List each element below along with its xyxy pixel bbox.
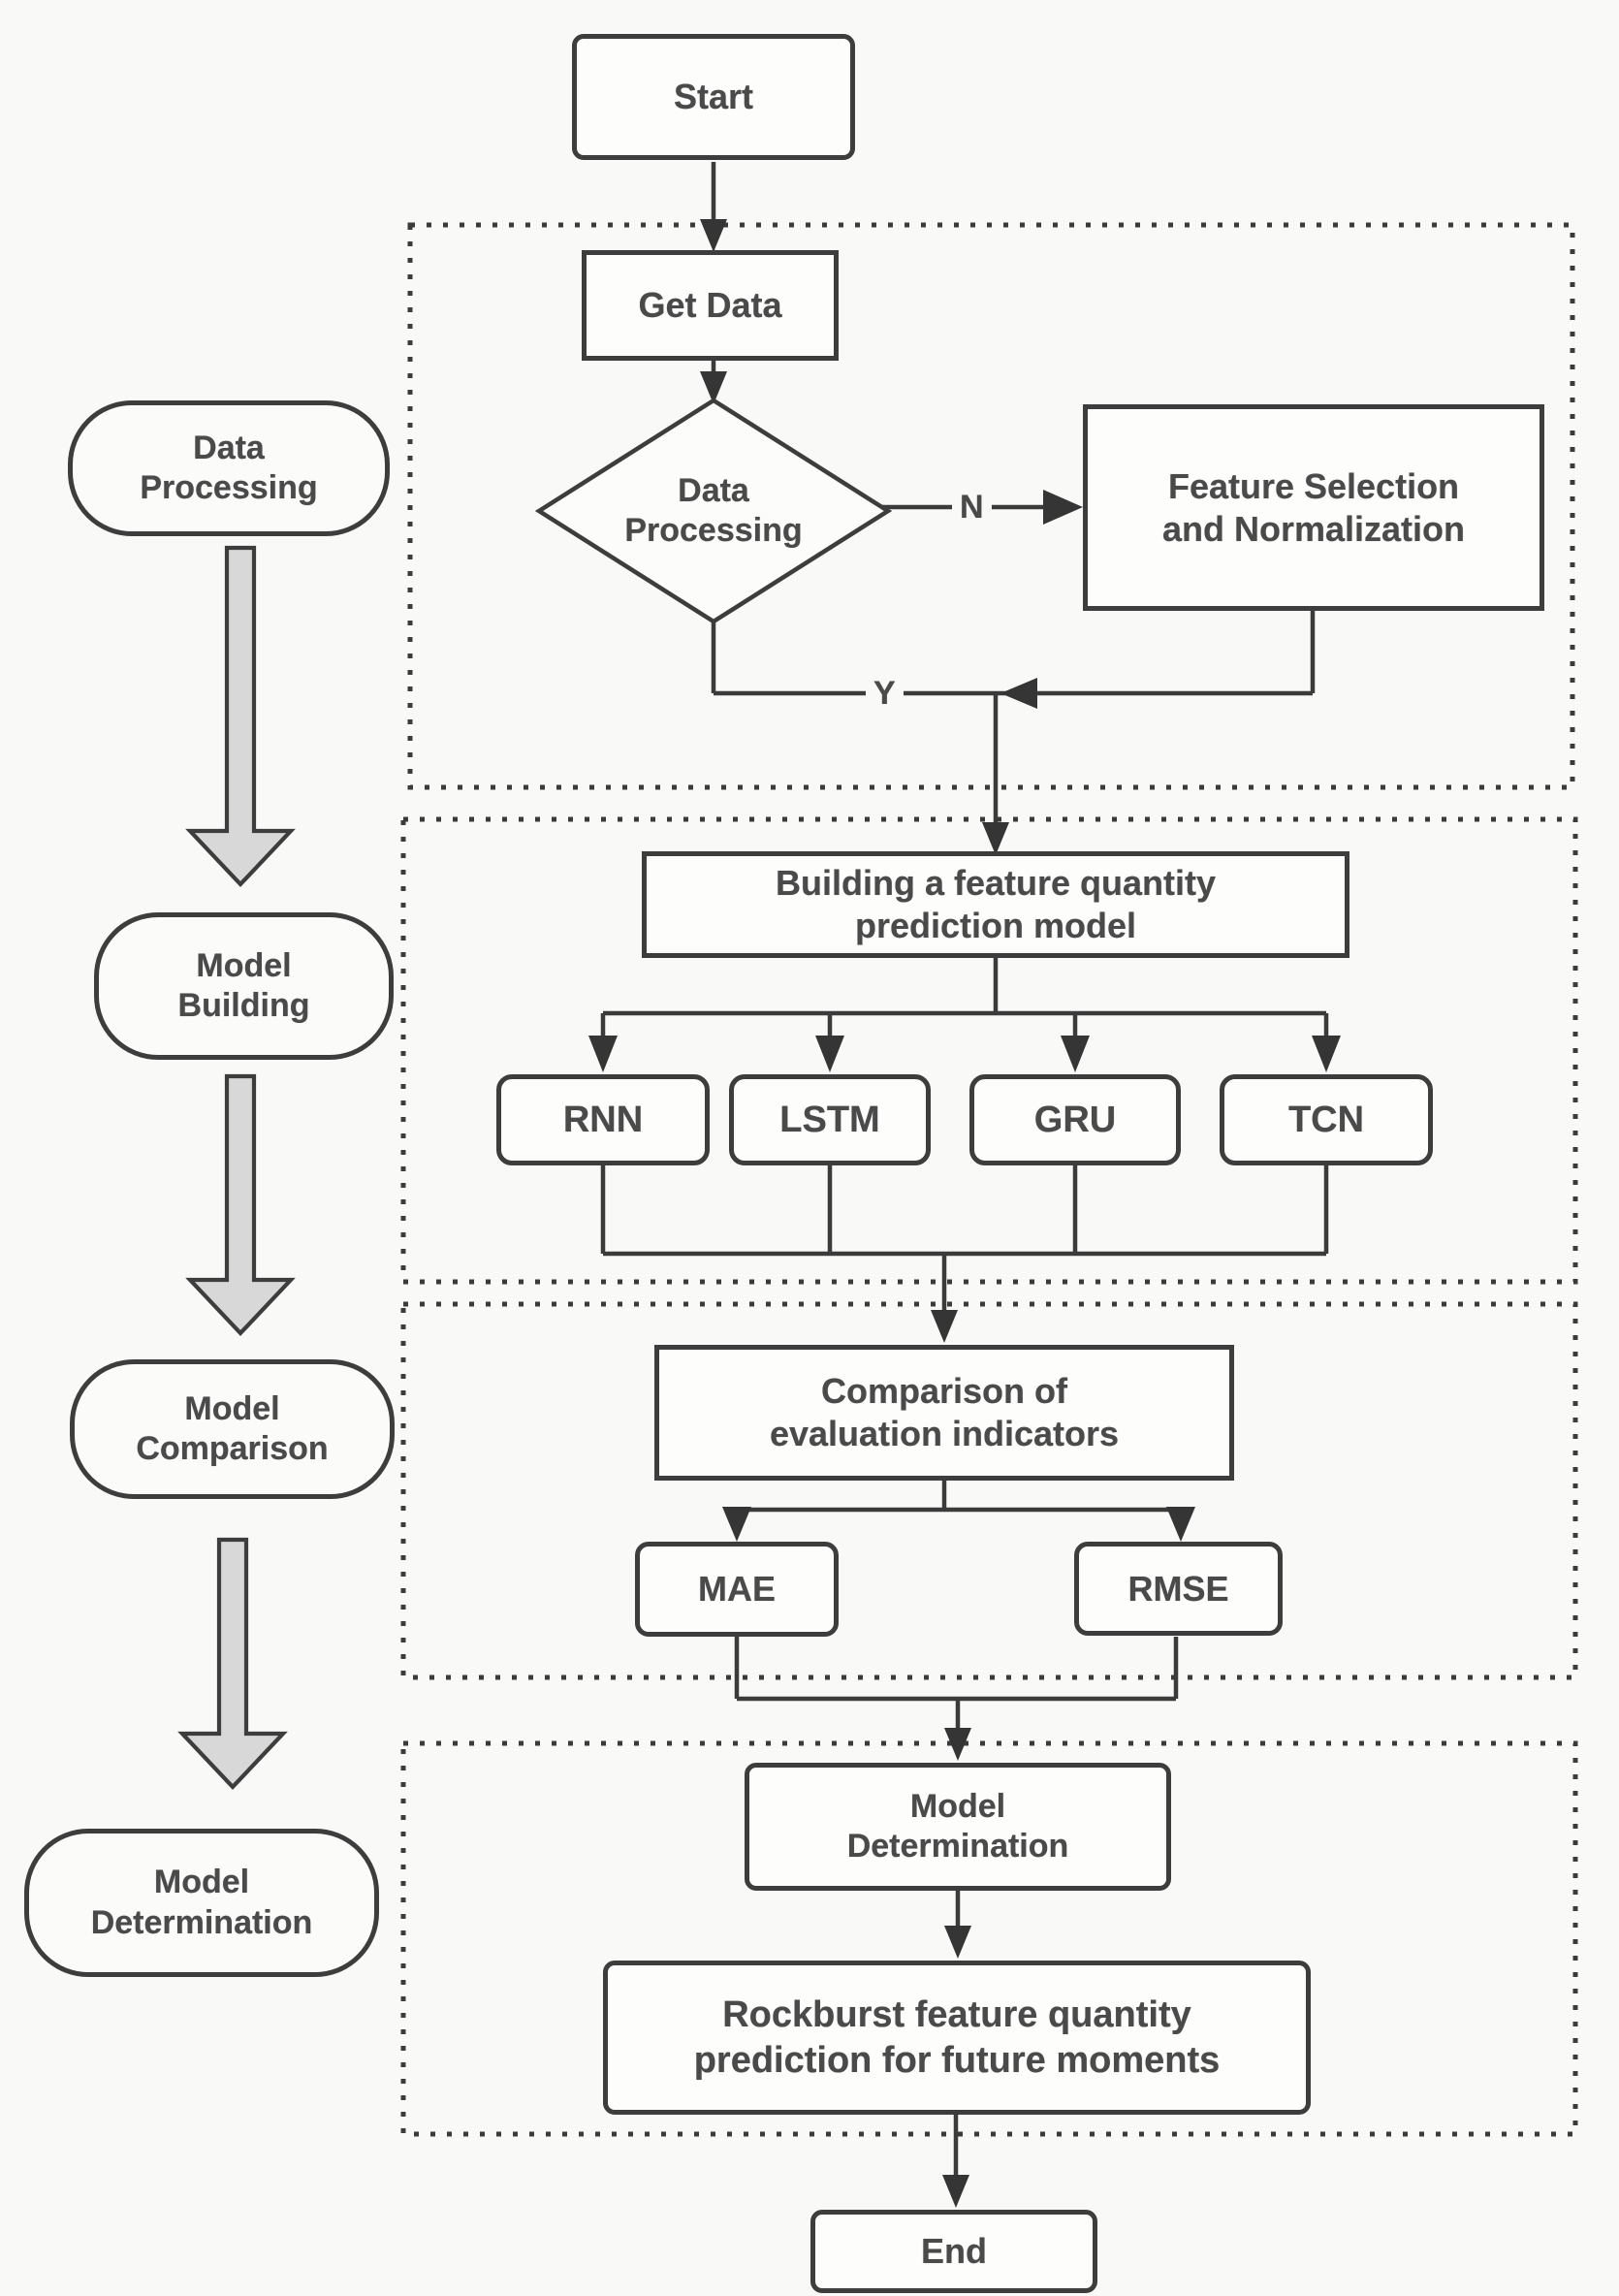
arrowhead-into-determination [944, 1728, 971, 1761]
arrowhead-into-gru [1061, 1036, 1090, 1072]
node-feature-selection: Feature Selection and Normalization [1083, 404, 1544, 611]
node-model-gru: GRU [969, 1074, 1181, 1165]
sidebar-stage-data-processing: Data Processing [68, 400, 390, 536]
node-model-rnn: RNN [496, 1074, 710, 1165]
arrowhead-merge-left [1000, 678, 1037, 709]
section-box-model-comparison [400, 1301, 1578, 1680]
decision-diamond [534, 398, 893, 624]
sidebar-stage-model-building: Model Building [94, 912, 394, 1060]
arrowhead-into-lstm [815, 1036, 844, 1072]
arrowhead-into-comparison [931, 1310, 958, 1343]
sidebar-stage-model-determination: Model Determination [24, 1829, 379, 1977]
block-arrow-3 [177, 1537, 288, 1791]
block-arrow-2 [185, 1073, 296, 1337]
node-decision-label: Data Processing [624, 471, 803, 549]
sidebar-stage-model-comparison: Model Comparison [70, 1359, 395, 1499]
arrowhead-into-decision [700, 371, 727, 404]
node-model-tcn: TCN [1220, 1074, 1433, 1165]
node-building-model: Building a feature quantity prediction m… [642, 851, 1349, 958]
arrowhead-into-mae [722, 1507, 751, 1542]
arrowhead-into-rockburst [944, 1926, 971, 1959]
arrowhead-into-end [942, 2175, 969, 2208]
arrowhead-into-rmse [1166, 1507, 1195, 1542]
node-metric-mae: MAE [635, 1542, 839, 1637]
node-comparison: Comparison of evaluation indicators [654, 1345, 1234, 1481]
node-end: End [810, 2210, 1097, 2293]
arrowhead-into-tcn [1312, 1036, 1341, 1072]
block-arrow-1 [185, 545, 296, 888]
branch-label-y: Y [866, 672, 904, 715]
arrowhead-into-featureselection [1043, 490, 1083, 525]
arrowhead-into-getdata [700, 219, 727, 252]
node-rockburst-prediction: Rockburst feature quantity prediction fo… [603, 1961, 1311, 2115]
node-model-determination: Model Determination [745, 1763, 1171, 1891]
node-start: Start [572, 34, 855, 160]
arrowhead-into-building [982, 822, 1009, 855]
section-box-model-building [400, 816, 1578, 1285]
node-metric-rmse: RMSE [1074, 1542, 1283, 1636]
node-model-lstm: LSTM [729, 1074, 931, 1165]
arrowhead-into-rnn [588, 1036, 618, 1072]
section-box-data-processing [407, 222, 1575, 790]
node-get-data: Get Data [582, 250, 839, 361]
branch-label-n: N [952, 486, 992, 528]
